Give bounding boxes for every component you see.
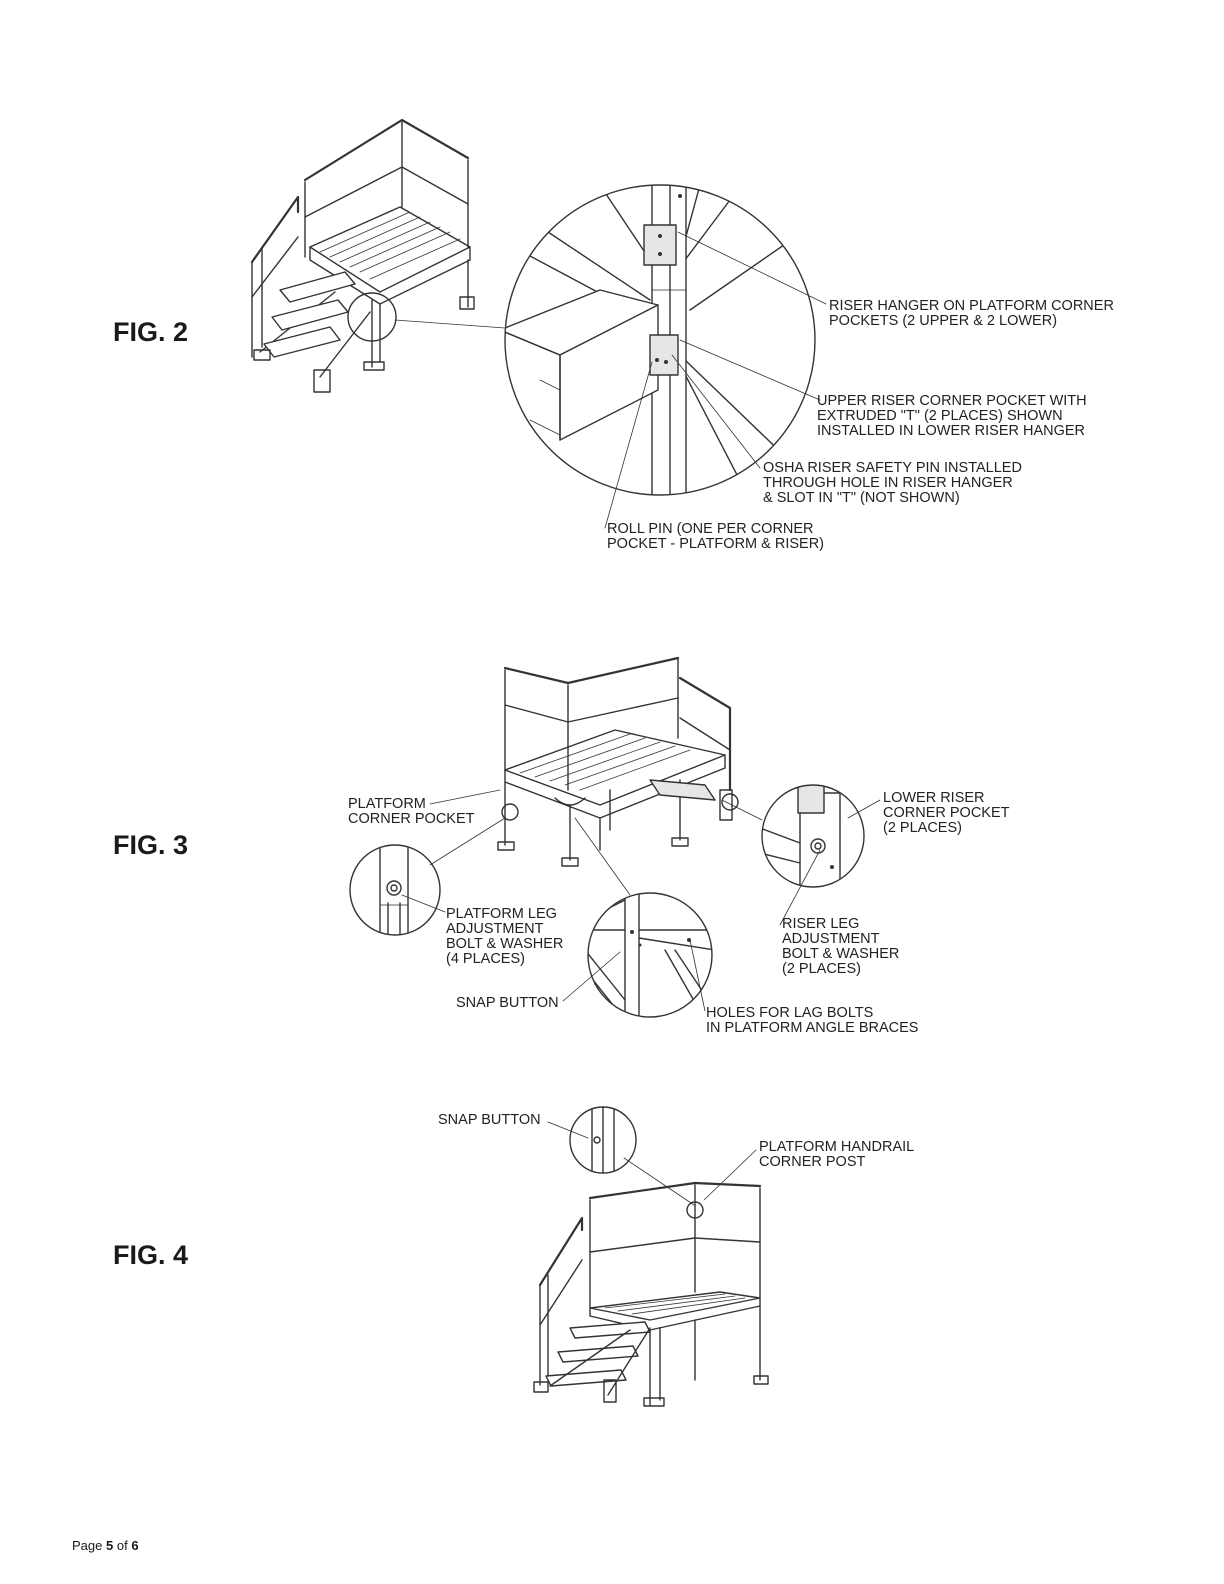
fig-3-platform-drawing <box>497 656 739 867</box>
footer-page-word: Page <box>72 1538 103 1553</box>
fig-2-detail-circle <box>504 184 816 496</box>
fig-2-stair-platform-drawing <box>250 118 475 393</box>
fig-2-callout-upper-riser-pocket: UPPER RISER CORNER POCKET WITH EXTRUDED … <box>817 393 1087 439</box>
fig-2-label: FIG. 2 <box>113 317 189 347</box>
fig-3-callout-snap-button: SNAP BUTTON <box>456 995 559 1011</box>
fig-4-snap-button-detail-circle <box>569 1106 637 1174</box>
fig-3-leg-bolt-detail-circle <box>349 844 441 936</box>
fig-4-stair-platform-drawing <box>533 1181 769 1407</box>
fig-3-callout-lag-bolt-holes: HOLES FOR LAG BOLTS IN PLATFORM ANGLE BR… <box>706 1005 919 1036</box>
fig-2-callout-roll-pin: ROLL PIN (ONE PER CORNER POCKET - PLATFO… <box>607 521 824 552</box>
footer-of-word: of <box>116 1538 128 1553</box>
fig-3-callout-leaders <box>401 789 881 1012</box>
fig-3-angle-brace-detail-circle <box>587 892 713 1018</box>
fig-3-callout-riser-leg-bolt: RISER LEG ADJUSTMENT BOLT & WASHER (2 PL… <box>782 916 900 977</box>
fig-3-callout-platform-corner-pocket: PLATFORM CORNER POCKET <box>348 796 475 827</box>
fig-3-riser-pocket-detail-circle <box>761 784 865 888</box>
fig-2-callout-leaders <box>604 231 827 529</box>
page-footer: Page 5 of 6 <box>72 1538 139 1553</box>
fig-3-callout-lower-riser-pocket: LOWER RISER CORNER POCKET (2 PLACES) <box>883 790 1010 836</box>
fig-3-callout-platform-leg-bolt: PLATFORM LEG ADJUSTMENT BOLT & WASHER (4… <box>446 906 564 967</box>
fig-2-callout-riser-hanger: RISER HANGER ON PLATFORM CORNER POCKETS … <box>829 298 1114 329</box>
fig-4-label: FIG. 4 <box>113 1240 189 1270</box>
fig-4-callout-handrail-corner-post: PLATFORM HANDRAIL CORNER POST <box>759 1139 915 1170</box>
fig-3-label: FIG. 3 <box>113 830 189 860</box>
fig-4-callout-leaders <box>547 1121 757 1206</box>
fig-2-detail-leader <box>394 319 506 329</box>
fig-2-callout-osha-safety-pin: OSHA RISER SAFETY PIN INSTALLED THROUGH … <box>763 460 1022 506</box>
fig-4-callout-snap-button: SNAP BUTTON <box>438 1112 541 1128</box>
footer-total-pages: 6 <box>131 1538 139 1553</box>
footer-current-page: 5 <box>106 1538 114 1553</box>
